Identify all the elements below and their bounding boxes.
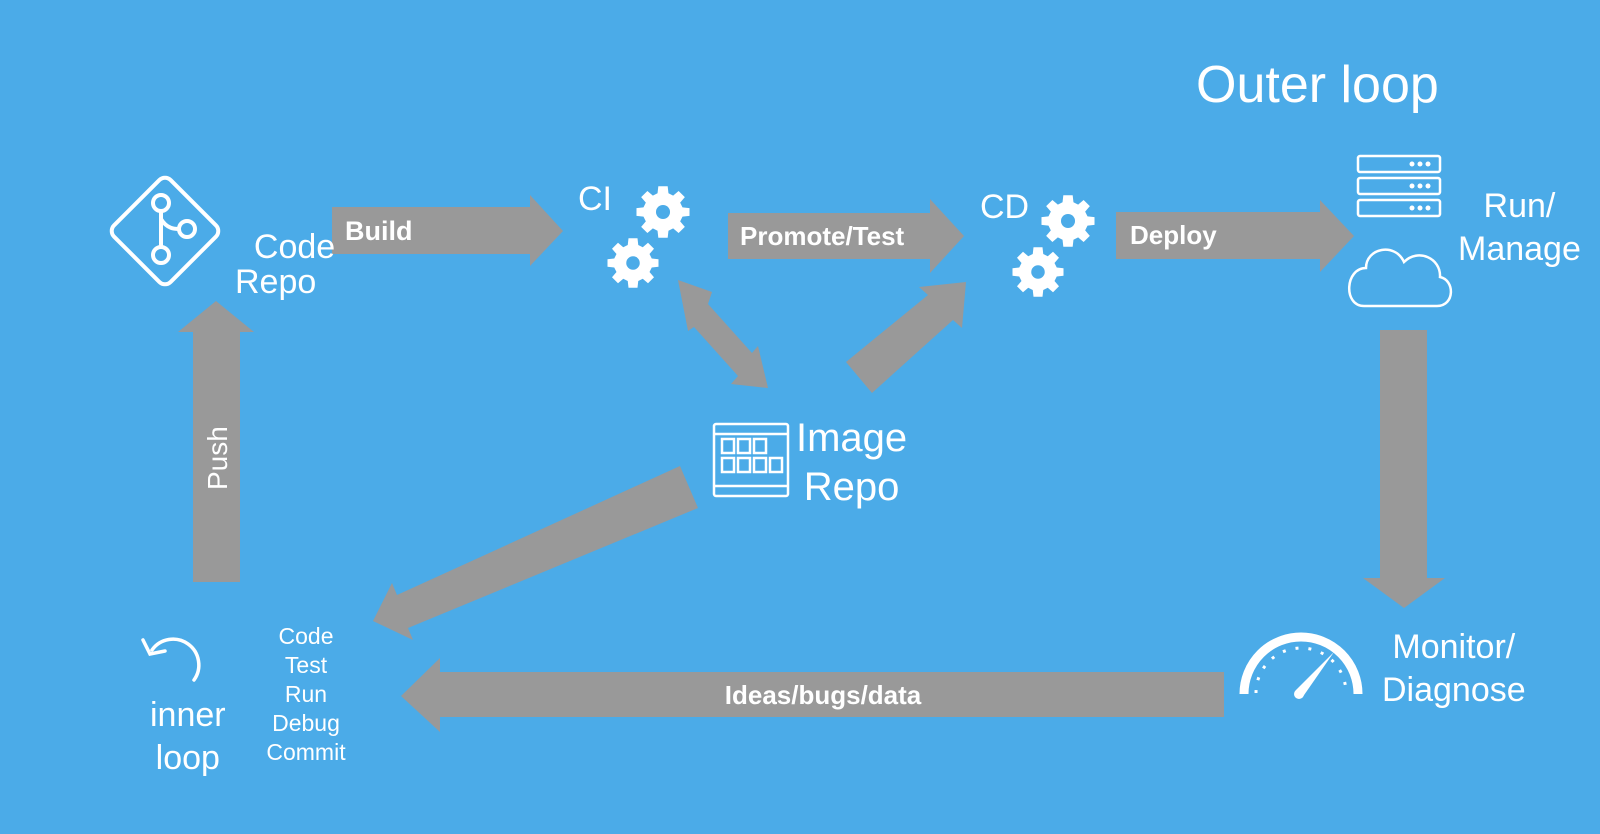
monitor-diagnose-label: Monitor/ Diagnose <box>1382 628 1526 709</box>
undo-icon <box>141 637 201 682</box>
ideas-label: Ideas/bugs/data <box>725 680 922 710</box>
promote-test-arrow <box>728 199 964 273</box>
push-label: Push <box>202 426 233 490</box>
image-repo-label: Image Repo <box>796 416 908 509</box>
code-repo-label: Code Repo <box>235 194 335 301</box>
push-arrow <box>178 301 254 582</box>
cloud-icon <box>1348 248 1453 308</box>
build-label: Build <box>345 216 413 246</box>
server-rack-icon <box>1356 154 1442 218</box>
monitor-arrow <box>1363 330 1445 608</box>
step-debug: Debug <box>272 710 340 736</box>
ci-label: CI <box>578 180 612 218</box>
build-arrow <box>332 195 563 266</box>
code-repo-text: Code Repo <box>235 227 336 302</box>
step-code: Code <box>278 623 334 649</box>
ci-gears-icon <box>607 186 690 288</box>
ideas-arrow <box>401 658 1224 732</box>
image-to-cd-arrow <box>846 282 966 393</box>
step-run: Run <box>284 681 328 707</box>
deploy-arrow <box>1116 200 1354 272</box>
outer-loop-title: Outer loop <box>1196 56 1439 114</box>
git-repo-icon <box>109 175 221 287</box>
container-registry-icon <box>712 422 790 498</box>
step-commit: Commit <box>266 739 346 765</box>
step-test: Test <box>284 652 328 678</box>
ci-image-double-arrow <box>678 280 768 388</box>
run-manage-label: Run/ Manage <box>1458 187 1581 268</box>
speedometer-icon <box>1239 632 1363 699</box>
cd-label: CD <box>980 188 1030 226</box>
image-to-inner-arrow <box>373 466 698 640</box>
arrows <box>178 195 1445 732</box>
inner-loop-label: inner loop <box>150 696 226 777</box>
promote-test-label: Promote/Test <box>740 221 905 251</box>
inner-loop-steps: Code Test Run Debug Commit <box>262 622 350 767</box>
deploy-label: Deploy <box>1130 220 1217 250</box>
